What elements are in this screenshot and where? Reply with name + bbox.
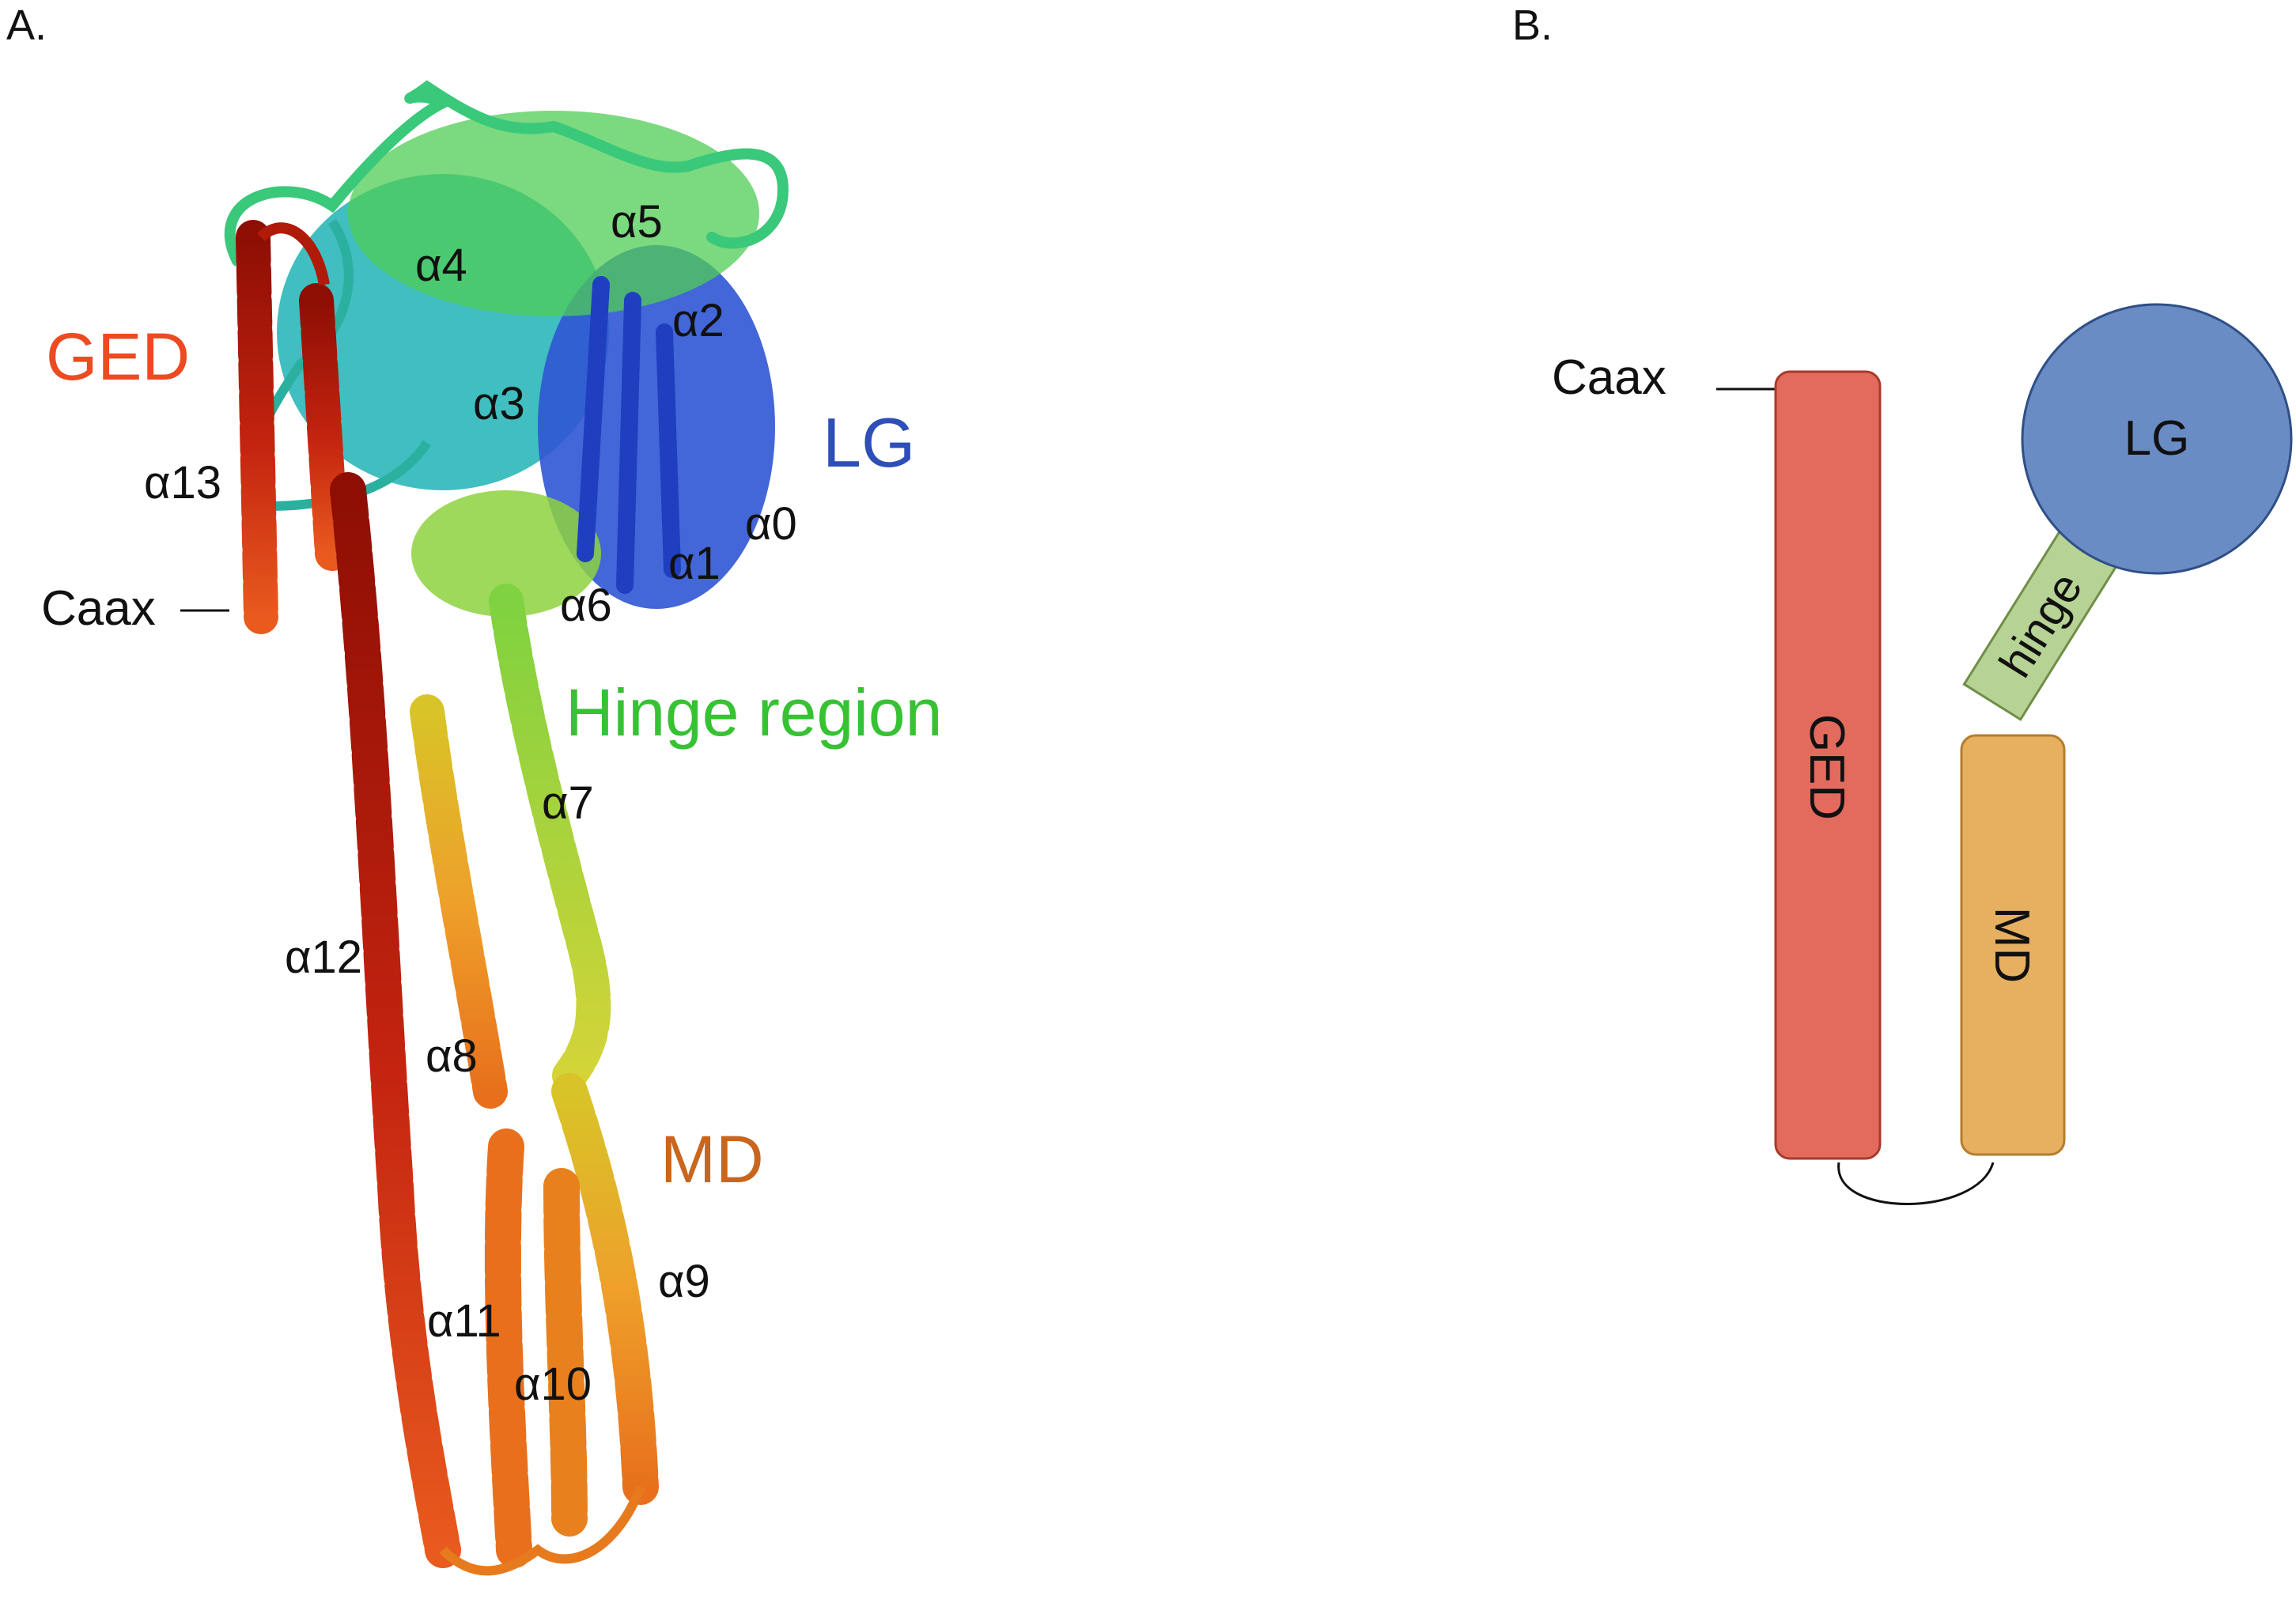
lg-domain-label: LG [823,403,915,482]
md-domain-box [1960,734,2066,1156]
lg-domain-circle-label: LG [2124,411,2190,466]
hinge-helix-a8 [410,694,508,1109]
ged-helix-a13 [236,220,278,634]
ged-helix-a13-b [299,283,350,571]
ged-domain-label: GED [46,319,190,394]
md-helix-a9 [551,1073,659,1505]
protein-ribbon-structure [224,80,789,1576]
helix-label-a0: α0 [745,498,797,550]
helix-label-a12: α12 [285,932,362,983]
ged-connector [257,222,330,286]
md-helix-a11 [484,1128,532,1568]
md-bottom-loop [439,1484,645,1576]
helix-label-a8: α8 [426,1030,478,1082]
helix-label-a9: α9 [658,1256,710,1307]
md-helix-a10 [543,1168,588,1537]
ged-domain-box [1774,370,1882,1160]
panel-a: A. GED [6,2,942,1576]
lg-strands [577,276,681,594]
helix-label-a2: α2 [672,295,724,346]
panel-b-label: B. [1512,2,1553,49]
helix-label-a4: α4 [415,240,467,291]
caax-label-a: Caax [41,581,156,636]
helix-label-a1: α1 [668,538,721,589]
hinge-domain-blob [411,490,601,617]
green-domain-blob [348,111,759,316]
helix-label-a10: α10 [514,1359,592,1410]
hinge-region-label: Hinge region [565,675,942,750]
ged-md-connector [1837,1162,1995,1205]
md-domain-box-label: MD [1984,907,2039,983]
md-domain-label: MD [660,1122,764,1196]
ged-domain-box-label: GED [1799,714,1854,820]
helix-label-a13: α13 [144,457,221,508]
helix-label-a7: α7 [542,777,594,829]
panel-a-label: A. [6,2,47,49]
hinge-helix-a7 [489,584,611,1093]
top-loops [224,80,789,266]
panel-b: B. Caax GED MD hinge LG [1512,2,2293,1205]
helix-label-a5: α5 [611,196,663,248]
ged-helix-a12 [330,472,461,1568]
helix-label-a11: α11 [427,1295,501,1347]
helix-label-a6: α6 [560,580,612,631]
lg-domain-circle [2021,303,2293,575]
caax-label-b: Caax [1552,350,1666,405]
helix-label-a3: α3 [473,378,525,429]
